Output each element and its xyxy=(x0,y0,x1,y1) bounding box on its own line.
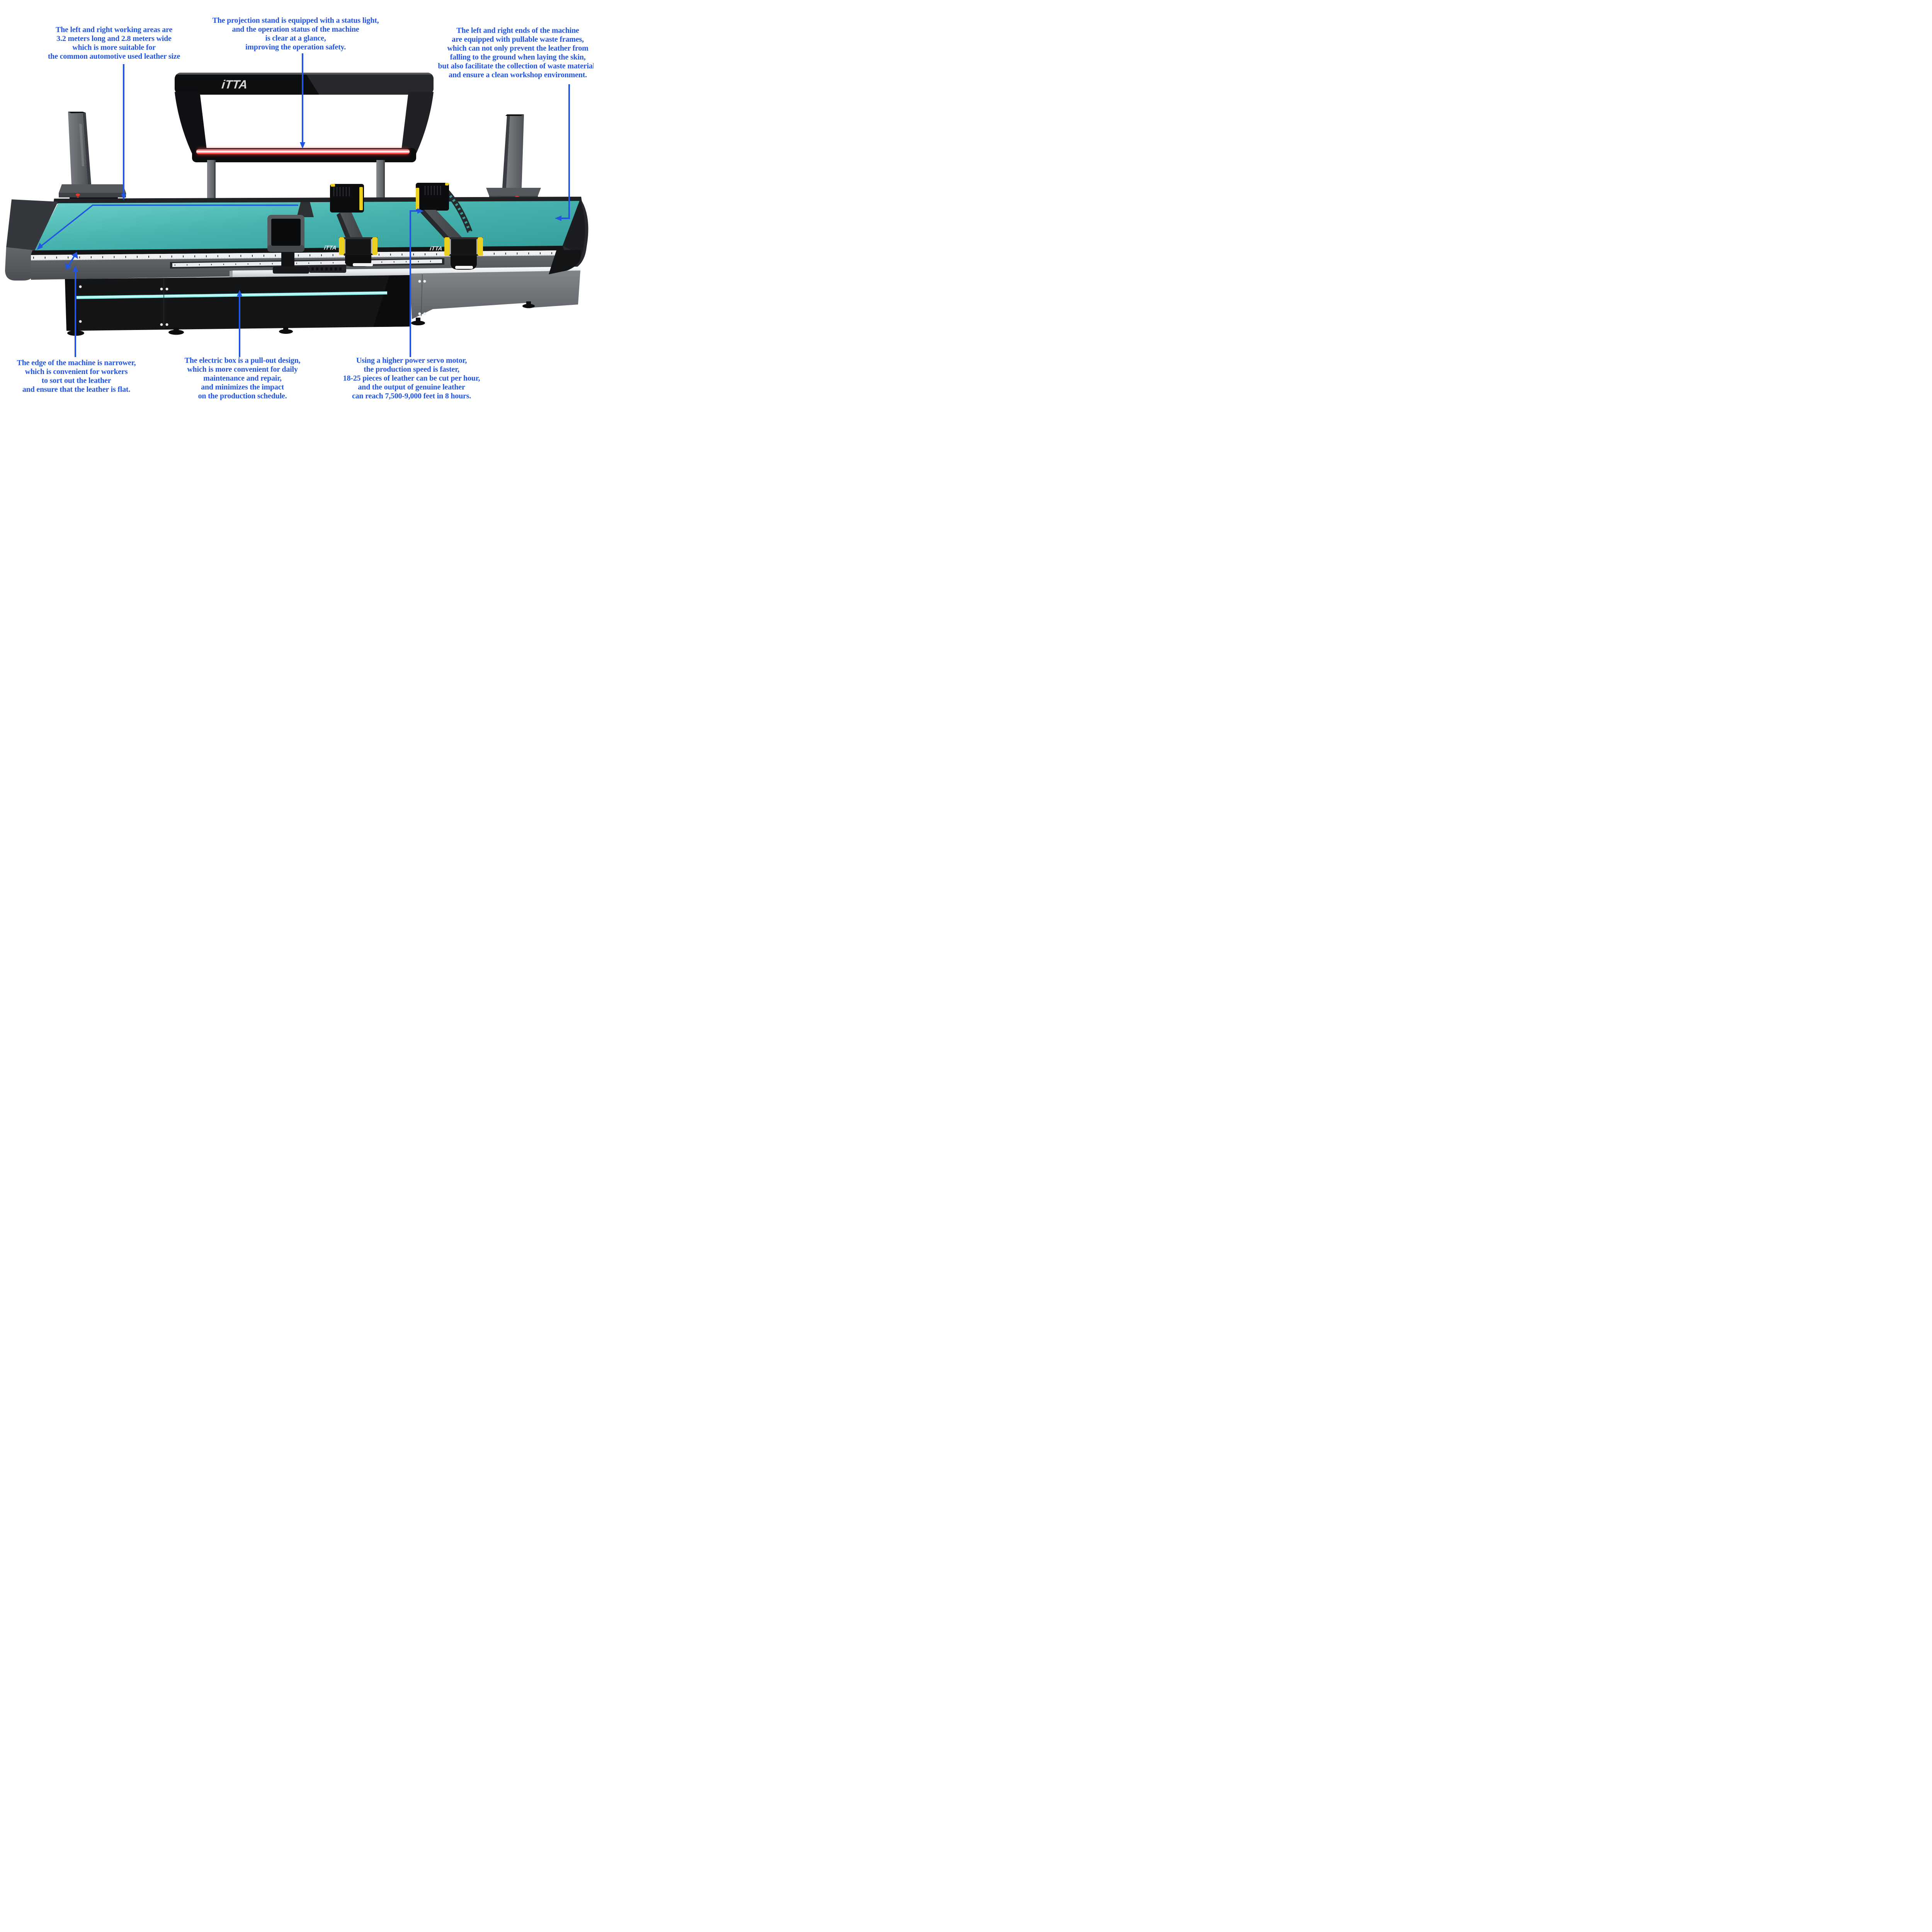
brand-logo-carriage-2: iTTA xyxy=(429,245,442,252)
brand-logo-stand: iTTA xyxy=(221,78,248,91)
table-work-surface xyxy=(33,201,580,251)
stand-posts xyxy=(207,160,385,205)
leather-cutting-machine-infographic: iTTA xyxy=(0,0,594,420)
left-emergency-button xyxy=(77,195,79,198)
gantry-carriage-2: iTTA xyxy=(429,237,483,270)
annotation-bottom-left: The edge of the machine is narrower, whi… xyxy=(17,359,136,394)
arrow-servo-motor xyxy=(410,210,420,357)
annotation-bottom-center: The electric box is a pull-out design, w… xyxy=(184,356,301,400)
annotation-top-right: The left and right ends of the machine a… xyxy=(438,26,594,79)
working-area-outline xyxy=(38,204,298,248)
annotation-top-center: The projection stand is equipped with a … xyxy=(212,16,379,51)
annotation-arrows xyxy=(67,53,570,357)
gantry-carriage-1: iTTA xyxy=(324,237,378,267)
arrow-edge-width xyxy=(67,254,76,267)
right-base-pedestal xyxy=(410,250,581,325)
annotation-bottom-right: Using a higher power servo motor, the pr… xyxy=(343,356,480,400)
pedestal-screws xyxy=(418,280,426,315)
annotation-top-left: The left and right working areas are 3.2… xyxy=(48,26,180,61)
cutting-table xyxy=(33,197,582,251)
projection-stand: iTTA xyxy=(175,73,434,162)
left-leg xyxy=(65,279,78,331)
annotation-arrowheads xyxy=(65,142,561,296)
cutting-head-2 xyxy=(416,183,449,211)
foot-pad xyxy=(168,330,184,335)
front-ruler-rail xyxy=(31,250,564,260)
working-area-outline-arrowhead xyxy=(37,243,43,250)
linear-rail xyxy=(172,259,442,267)
control-monitor xyxy=(267,215,346,274)
table-center-divider xyxy=(297,202,314,217)
monitor-screen xyxy=(271,219,301,246)
cutting-head-1 xyxy=(330,184,364,213)
arrow-waste-frame xyxy=(559,84,570,219)
foot-pad xyxy=(279,329,293,334)
left-camera-tower xyxy=(59,112,126,202)
status-light-strip xyxy=(196,149,410,154)
base-cabinet xyxy=(65,275,410,336)
brand-logo-carriage-1: iTTA xyxy=(324,245,337,251)
right-camera-tower xyxy=(486,114,541,204)
cabinet-screws xyxy=(79,285,168,326)
right-corner-shell xyxy=(549,250,581,274)
table-left-end xyxy=(5,199,58,281)
foot-pad xyxy=(522,304,535,308)
electric-box-drawer-front xyxy=(233,267,580,277)
foot-pad xyxy=(411,321,425,325)
machine-illustration: iTTA xyxy=(5,53,588,357)
